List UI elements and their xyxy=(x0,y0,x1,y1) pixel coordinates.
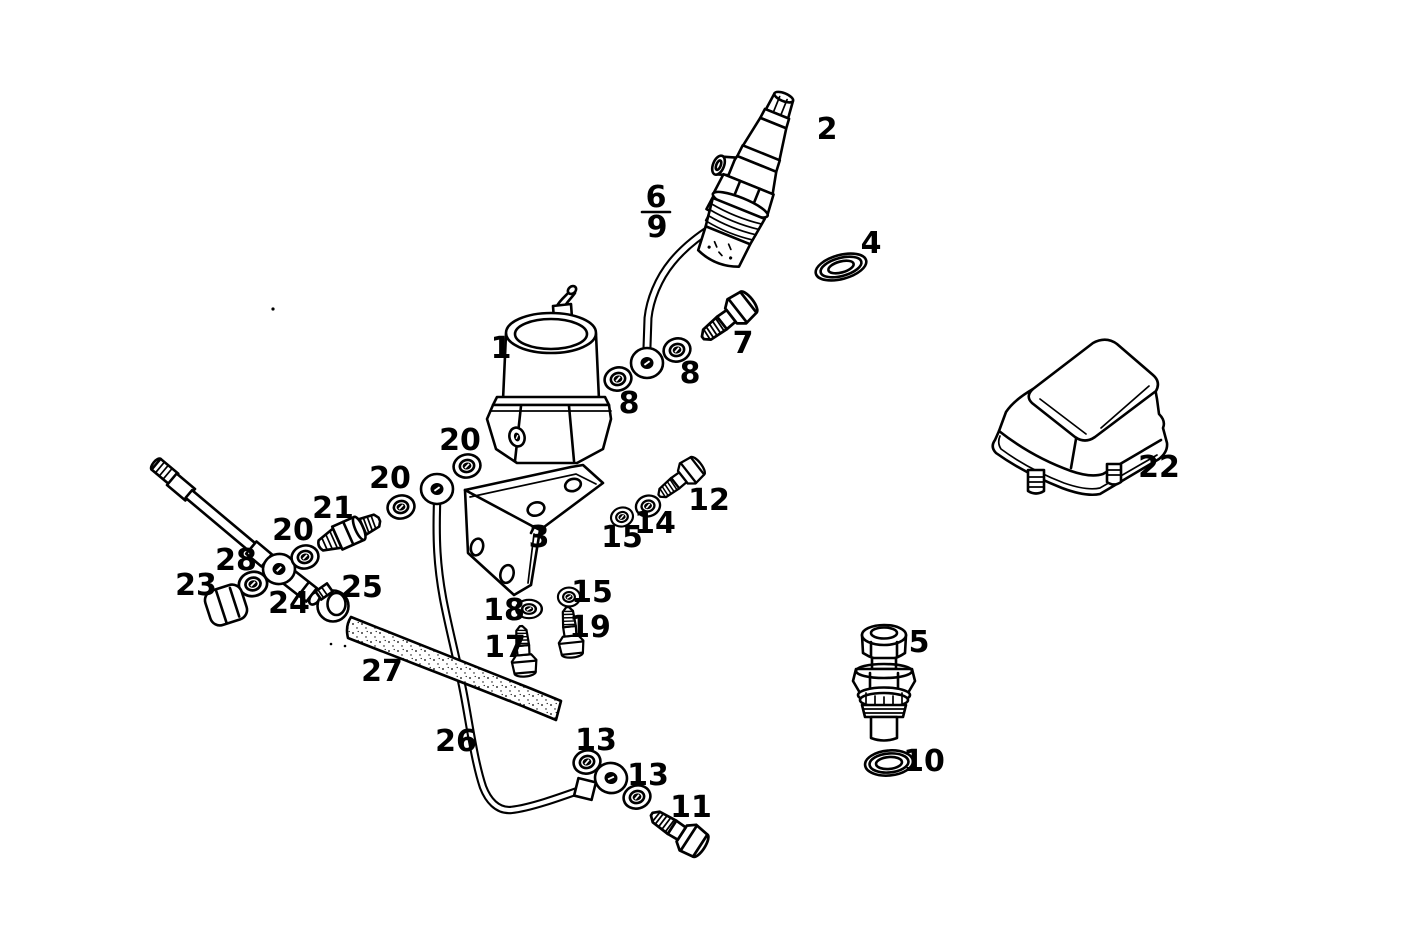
part-25-hose-clamp xyxy=(314,582,350,623)
callout-20-upper: 20 xyxy=(439,423,481,458)
callout-24: 24 xyxy=(268,586,310,621)
callout-1: 1 xyxy=(491,331,512,366)
callout-13-upper: 13 xyxy=(575,723,617,758)
callout-17: 17 xyxy=(484,630,526,665)
callout-25: 25 xyxy=(341,570,383,605)
callout-10: 10 xyxy=(903,744,945,779)
callout-27: 27 xyxy=(361,654,403,689)
callout-11: 11 xyxy=(670,790,712,825)
pipe-banjo-eye xyxy=(629,346,665,380)
callout-2: 2 xyxy=(817,112,838,147)
callout-4: 4 xyxy=(861,226,882,261)
callout-22: 22 xyxy=(1138,450,1180,485)
part-4-sealing-washer xyxy=(814,252,868,282)
callout-28: 28 xyxy=(215,543,257,578)
callout-9: 9 xyxy=(647,210,668,245)
callout-15-lower: 15 xyxy=(571,575,613,610)
pipe-26-top-banjo xyxy=(419,472,455,506)
callout-12: 12 xyxy=(688,483,730,518)
part-1-solenoid-cylinder xyxy=(485,284,613,465)
callout-3: 3 xyxy=(529,520,550,555)
callout-8-right: 8 xyxy=(680,356,701,391)
callout-21: 21 xyxy=(312,491,354,526)
callout-6: 6 xyxy=(646,180,667,215)
part-23-cap-nut xyxy=(203,583,249,627)
part-21-union-fitting xyxy=(317,513,382,552)
callout-labels: 2 6 9 4 1 7 8 8 22 20 20 3 12 14 21 20 1… xyxy=(175,112,1180,825)
callout-20-middle: 20 xyxy=(369,461,411,496)
part-22-control-unit-cover xyxy=(991,338,1169,497)
callout-7: 7 xyxy=(733,326,754,361)
part-2-glow-plug xyxy=(696,90,795,269)
part-10-sealing-washer xyxy=(863,749,915,777)
callout-26: 26 xyxy=(435,724,477,759)
part-26-rigid-pipe xyxy=(419,472,632,815)
rod-and-banjo-24-assembly xyxy=(149,457,323,606)
print-specks xyxy=(271,307,347,648)
callout-13-lower: 13 xyxy=(627,758,669,793)
part-20-washer-middle xyxy=(384,491,418,523)
part-5-thermo-sensor xyxy=(851,623,917,742)
callout-19: 19 xyxy=(569,610,611,645)
callout-5: 5 xyxy=(909,625,930,660)
callout-8-left: 8 xyxy=(619,386,640,421)
callout-20-lower: 20 xyxy=(272,513,314,548)
part-27-flexible-hose xyxy=(345,615,563,722)
part-3-bracket xyxy=(463,463,605,597)
callout-18: 18 xyxy=(483,593,525,628)
callout-23: 23 xyxy=(175,568,217,603)
callout-15-upper: 15 xyxy=(601,520,643,555)
callout-14: 14 xyxy=(634,506,676,541)
